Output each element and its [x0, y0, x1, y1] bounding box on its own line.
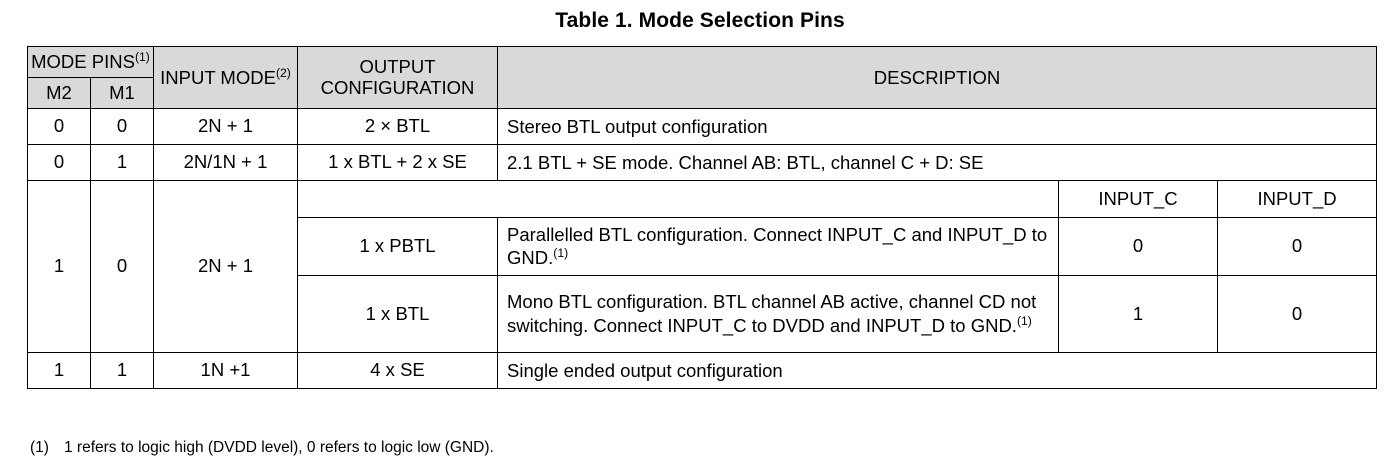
cell-input-mode: 1N +1 — [153, 351, 298, 389]
cell-m2: 1 — [27, 351, 91, 389]
cell-description: Single ended output configuration — [496, 351, 1378, 389]
cell-m1: 0 — [90, 107, 154, 145]
cell-m2: 1 — [27, 179, 91, 353]
cell-output-configuration: 1 x PBTL — [297, 216, 498, 276]
cell-input-mode: 2N + 1 — [153, 107, 298, 145]
cell-output-configuration: 1 x BTL — [297, 274, 498, 353]
cell-description: Stereo BTL output configuration — [496, 107, 1378, 145]
cell-description: Parallelled BTL configuration. Connect I… — [497, 216, 1059, 276]
cell-description-text: Mono BTL configuration. BTL channel AB a… — [507, 291, 1037, 336]
cell-m1: 1 — [90, 143, 154, 181]
header-input-mode-footnote: (2) — [275, 65, 291, 80]
cell-output-configuration: 2 × BTL — [297, 107, 498, 145]
header-m2: M2 — [27, 76, 91, 109]
table-row: 0 0 2N + 1 2 × BTL Stereo BTL output con… — [27, 107, 1378, 145]
table-head: MODE PINS(1) INPUT MODE(2) OUTPUT CONFIG… — [27, 46, 1378, 109]
cell-description: 2.1 BTL + SE mode. Channel AB: BTL, chan… — [496, 143, 1378, 181]
header-m1: M1 — [90, 76, 154, 109]
header-row-primary: MODE PINS(1) INPUT MODE(2) OUTPUT CONFIG… — [27, 46, 1378, 109]
cell-input-d: 0 — [1216, 274, 1378, 353]
table-row-input-cd-subheader: 1 0 2N + 1 INPUT_C INPUT_D — [27, 179, 1378, 353]
header-input-mode-label: INPUT MODE — [160, 66, 276, 88]
header-input-mode: INPUT MODE(2) — [153, 46, 298, 109]
footnote-marker: (1) — [30, 439, 49, 456]
mode-selection-table-container: MODE PINS(1) INPUT MODE(2) OUTPUT CONFIG… — [27, 46, 1378, 389]
header-output-configuration: OUTPUT CONFIGURATION — [297, 46, 498, 109]
cell-input-mode: 2N/1N + 1 — [153, 143, 298, 181]
mode-selection-table: MODE PINS(1) INPUT MODE(2) OUTPUT CONFIG… — [27, 46, 1378, 389]
header-mode-pins: MODE PINS(1) — [27, 46, 154, 78]
page-title: Table 1. Mode Selection Pins — [555, 9, 845, 32]
table-row: 1 x BTL Mono BTL configuration. BTL chan… — [28, 274, 1378, 353]
table-row: 1 1 1N +1 4 x SE Single ended output con… — [27, 351, 1378, 389]
header-mode-pins-footnote: (1) — [134, 49, 150, 64]
cell-description-footnote: (1) — [1016, 313, 1032, 328]
subheader-input-d: INPUT_D — [1216, 179, 1378, 218]
cell-description-text: Parallelled BTL configuration. Connect I… — [507, 223, 1048, 269]
table-row: 0 1 2N/1N + 1 1 x BTL + 2 x SE 2.1 BTL +… — [27, 143, 1378, 181]
cell-empty-spacer — [297, 179, 1059, 218]
table-footnote: (1) 1 refers to logic high (DVDD level), … — [30, 438, 1370, 457]
cell-description-footnote: (1) — [553, 246, 569, 261]
cell-m1: 0 — [90, 179, 154, 353]
cell-input-c: 0 — [1058, 216, 1218, 276]
cell-input-d: 0 — [1216, 216, 1378, 276]
cell-input-c: 1 — [1058, 274, 1218, 353]
footnote-text: 1 refers to logic high (DVDD level), 0 r… — [64, 439, 494, 456]
cell-output-configuration: 4 x SE — [297, 351, 498, 389]
cell-input-mode: 2N + 1 — [153, 179, 298, 353]
cell-m1: 1 — [90, 351, 154, 389]
cell-m2: 0 — [27, 107, 91, 145]
table-body: 0 0 2N + 1 2 × BTL Stereo BTL output con… — [27, 107, 1378, 389]
cell-description: Mono BTL configuration. BTL channel AB a… — [497, 274, 1059, 353]
cell-m2: 0 — [27, 143, 91, 181]
subheader-input-c: INPUT_C — [1058, 179, 1218, 218]
table-row: 1 x PBTL Parallelled BTL configuration. … — [28, 216, 1378, 276]
cell-output-configuration: 1 x BTL + 2 x SE — [297, 143, 498, 181]
header-row-secondary: M2 M1 — [27, 76, 1377, 109]
header-description: DESCRIPTION — [496, 46, 1378, 109]
header-mode-pins-label: MODE PINS — [31, 51, 135, 72]
